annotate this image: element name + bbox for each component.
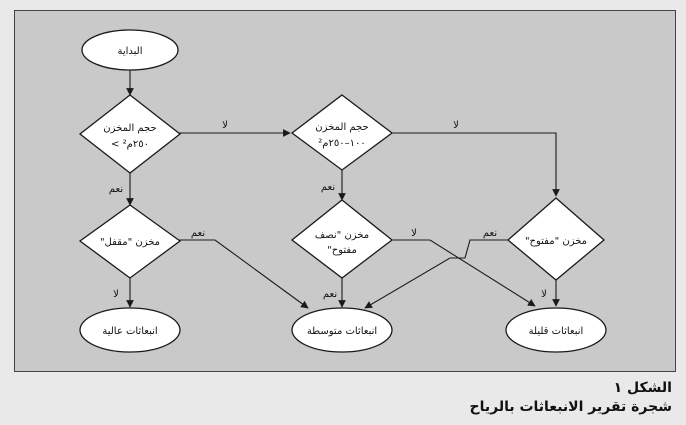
edge-open-medium [364, 239, 510, 309]
text-medium: انبعاثات متوسطة [307, 326, 377, 337]
label-half-yes: نعم [323, 289, 337, 300]
text-d2-line2: ١٠٠–٢٥٠م² [318, 138, 365, 149]
label-open-no: لا [541, 289, 547, 300]
text-tank-open: مخزن "مفتوح" [525, 236, 587, 247]
node-decision2 [290, 94, 394, 171]
text-tank-closed: مخزن "مقفل" [100, 237, 160, 248]
label-d1-no: لا [222, 120, 228, 131]
text-d2-line1: حجم المخزن [315, 122, 368, 133]
text-low: انبعاثات قليلة [529, 326, 584, 337]
label-d1-yes: نعم [109, 184, 123, 195]
text-tank-half-2: مفتوح" [327, 245, 357, 256]
node-decision1 [78, 94, 182, 174]
node-tank-closed [78, 204, 182, 279]
node-low [505, 307, 607, 353]
label-d2-no: لا [453, 120, 459, 131]
node-medium [291, 307, 393, 353]
text-d1-line1: حجم المخزن [103, 123, 156, 134]
edge-closed-medium [178, 239, 309, 309]
label-closed-yes: نعم [191, 228, 205, 239]
figure-title: شجرة تقرير الانبعاثات بالرياح [469, 399, 672, 415]
node-tank-open [506, 197, 606, 281]
edge-half-low [390, 239, 536, 307]
text-tank-half-1: مخزن "نصف [315, 230, 369, 241]
edge-d2-open [392, 132, 560, 197]
text-start: البداية [117, 46, 142, 57]
text-d1-line2: ٢٥٠م² > [111, 139, 149, 150]
node-tank-half [290, 199, 394, 279]
label-half-no: لا [411, 228, 417, 239]
figure-number: الشكل ١ [613, 380, 672, 396]
text-high: انبعاثات عالية [102, 326, 157, 337]
label-closed-no: لا [113, 289, 119, 300]
label-open-yes: نعم [483, 228, 497, 239]
node-start [81, 29, 179, 71]
node-high [79, 307, 181, 353]
label-d2-yes: نعم [321, 182, 335, 193]
